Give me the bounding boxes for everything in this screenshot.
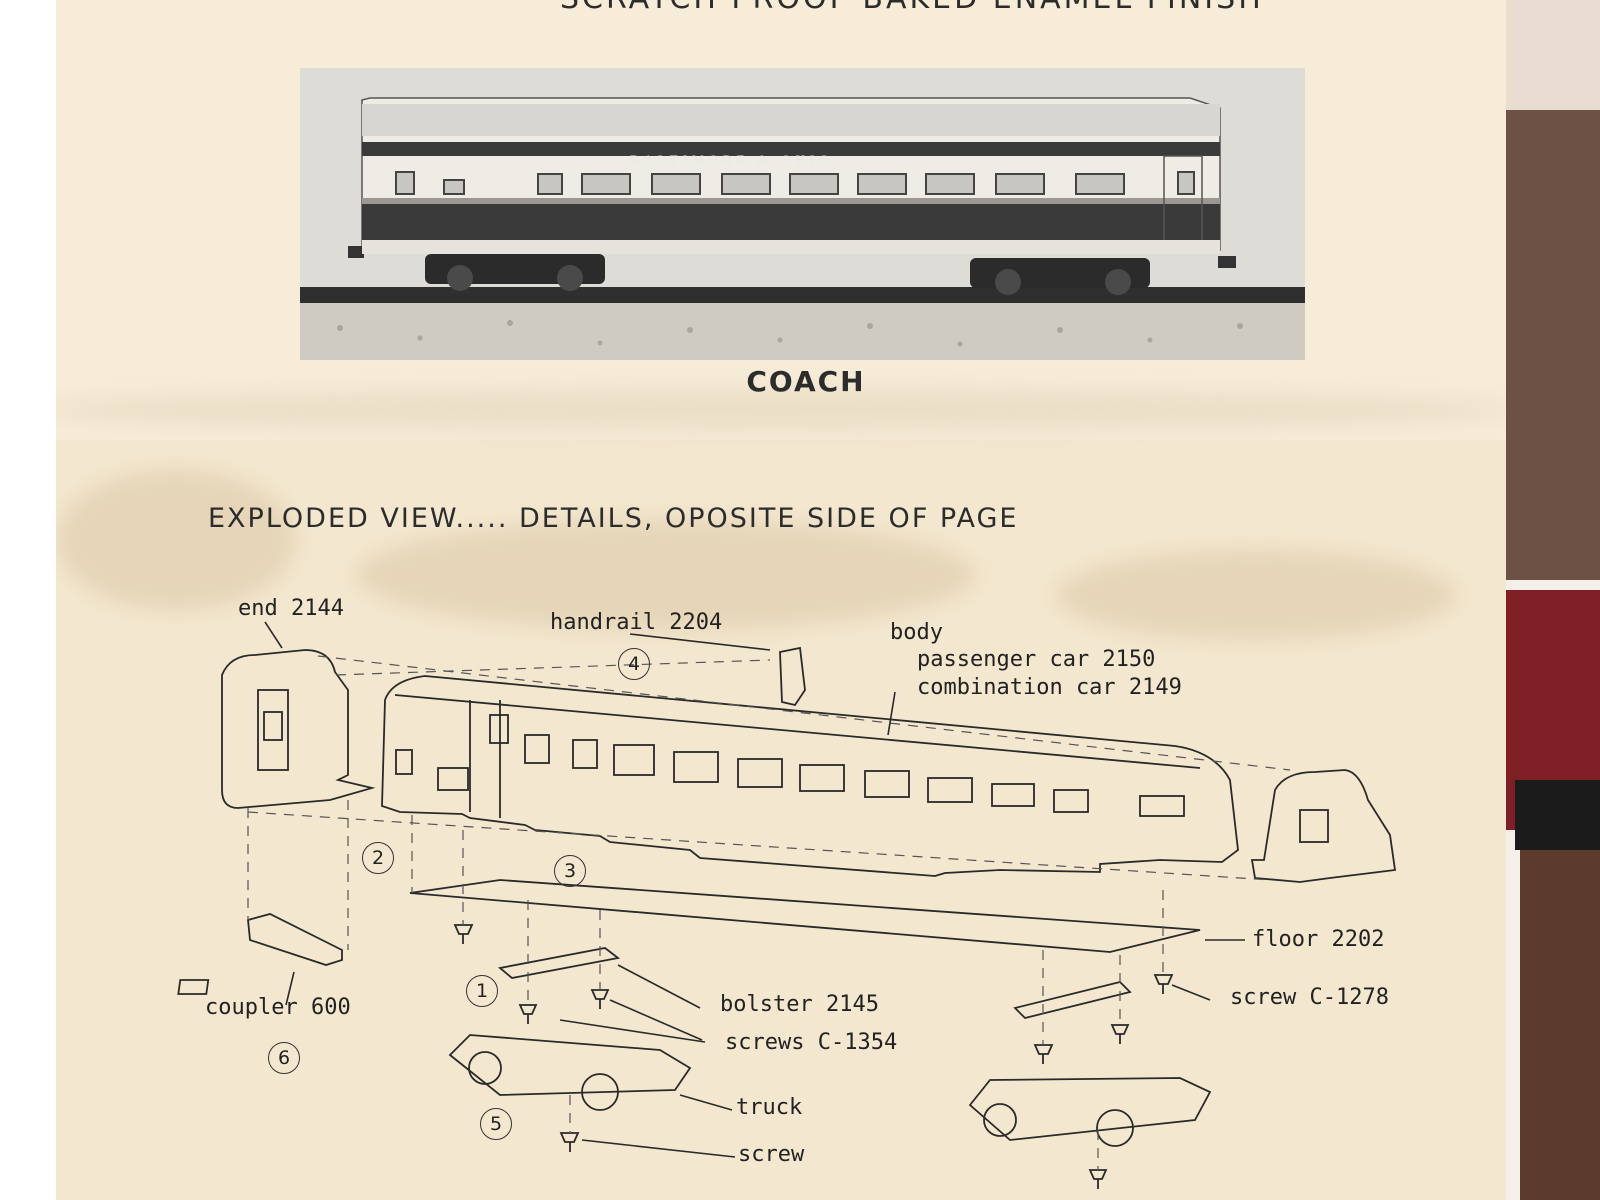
screws: [453, 924, 1174, 1189]
label-floor: floor 2202: [1252, 927, 1385, 952]
section-heading: EXPLODED VIEW..... DETAILS, OPOSITE SIDE…: [208, 503, 1019, 534]
label-screw-c1278: screw C-1278: [1230, 985, 1389, 1010]
callout-5: 5: [480, 1108, 512, 1140]
label-passenger-car: passenger car 2150: [917, 647, 1156, 672]
callout-2: 2: [362, 842, 394, 874]
callout-1: 1: [466, 975, 498, 1007]
label-coupler: coupler 600: [205, 995, 351, 1020]
floor-plate: [409, 879, 1201, 953]
label-bolster: bolster 2145: [720, 992, 879, 1017]
coach-photo-graphic: [300, 68, 1305, 360]
label-screws-c1354: screws C-1354: [725, 1030, 898, 1055]
photo-caption: COACH: [746, 365, 866, 398]
fold-crease: [56, 390, 1506, 430]
truck-right: [968, 1077, 1212, 1141]
truck-left: [448, 1034, 692, 1096]
label-combination-car: combination car 2149: [917, 675, 1182, 700]
label-screw: screw: [738, 1142, 805, 1167]
water-stain: [356, 520, 976, 630]
handrail: [779, 646, 806, 707]
callout-3: 3: [554, 855, 586, 887]
end-door: [257, 689, 289, 771]
label-end: end 2144: [238, 596, 344, 621]
callout-6: 6: [268, 1042, 300, 1074]
coach-photo: BALTIMORE & OHIO: [300, 68, 1305, 360]
top-banner: SCRATCH PROOF BAKED ENAMEL FINISH: [560, 0, 1264, 16]
sheet-lower-half: [56, 440, 1506, 1200]
label-body: body: [890, 620, 943, 645]
coupler: [247, 913, 343, 966]
callout-4: 4: [618, 648, 650, 680]
end-piece: [221, 649, 376, 809]
background-box-top: [1505, 0, 1600, 120]
background-box-lower: [1520, 850, 1600, 1200]
background-box: [1505, 110, 1600, 580]
background-model-truck: [1515, 780, 1600, 850]
label-truck: truck: [736, 1095, 803, 1120]
far-end-piece: [1250, 769, 1397, 883]
coach-body: [381, 675, 1239, 877]
water-stain: [56, 470, 296, 610]
water-stain: [1056, 550, 1456, 640]
label-handrail: handrail 2204: [550, 610, 723, 635]
car-lettering: BALTIMORE & OHIO: [630, 152, 834, 167]
